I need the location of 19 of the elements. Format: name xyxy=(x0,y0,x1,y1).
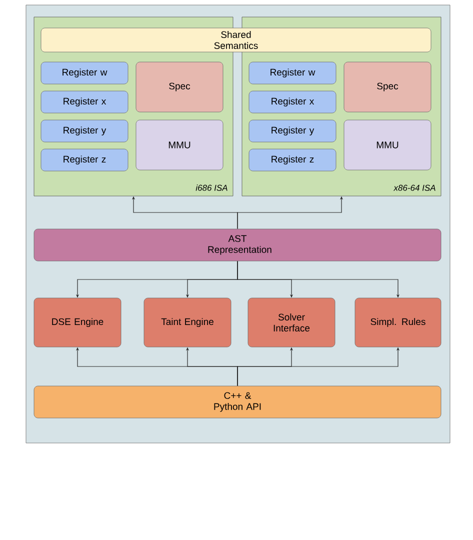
engine-box: Simpl. Rules xyxy=(354,298,442,348)
spec-box: Spec xyxy=(136,62,224,112)
ast-bar: AST Representation xyxy=(34,228,442,262)
api-bar: C++ & Python API xyxy=(34,386,442,418)
mmu-box: MMU xyxy=(344,120,432,170)
engine-box: DSE Engine xyxy=(34,298,122,348)
mmu-box: MMU xyxy=(136,120,224,170)
register-box: Register w xyxy=(248,62,336,84)
register-box: Register w xyxy=(40,62,128,84)
semantics-bar: Shared Semantics xyxy=(40,28,432,52)
register-box: Register x xyxy=(248,90,336,114)
register-box: Register y xyxy=(248,120,336,142)
engine-box: Taint Engine xyxy=(144,298,232,348)
spec-box: Spec xyxy=(344,62,432,112)
register-box: Register x xyxy=(40,90,128,114)
register-box: Register z xyxy=(248,148,336,172)
register-box: Register y xyxy=(40,120,128,142)
engine-box: Solver Interface xyxy=(248,298,336,348)
register-box: Register z xyxy=(40,148,128,172)
